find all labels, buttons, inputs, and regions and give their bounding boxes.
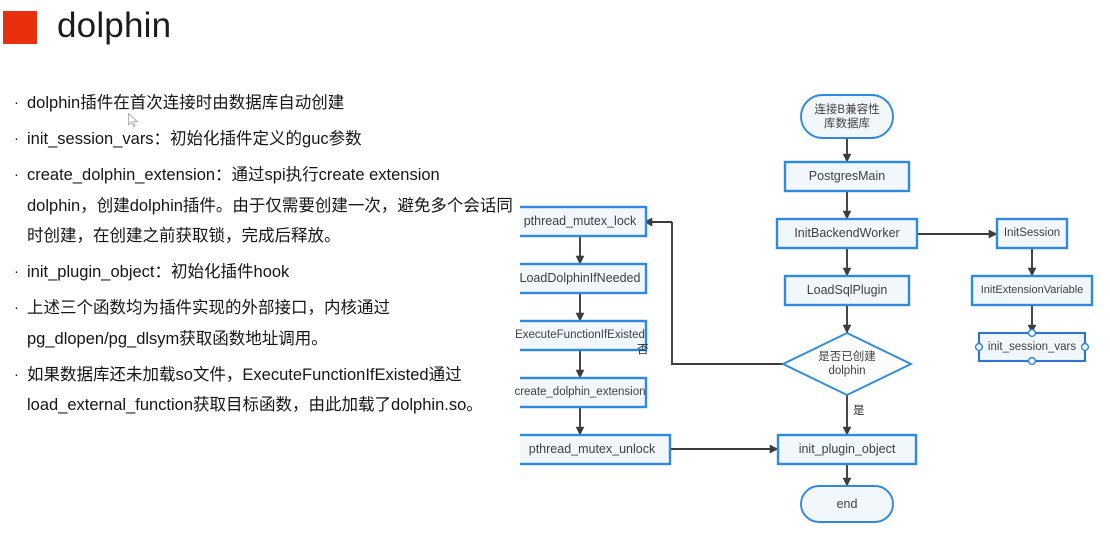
- flow-node-loaddolphinifneeded: [520, 262, 648, 295]
- flow-node-pthreadmutexunlock: [520, 433, 672, 466]
- flow-node-executefunctionifexisted: [520, 319, 648, 352]
- edge-label-no: 否: [637, 344, 649, 356]
- edge-label-yes: 是: [853, 405, 865, 417]
- connector-decision-no-path: [671, 222, 783, 365]
- bullet-dot-icon: ·: [14, 166, 19, 183]
- page-title: dolphin: [57, 6, 172, 45]
- list-item-text: 上述三个函数均为插件实现的外部接口，内核通过pg_dlopen/pg_dlsym…: [27, 299, 390, 348]
- selection-handle-left: [974, 342, 984, 352]
- title-accent-square: [3, 11, 37, 44]
- flow-node-pthreadmutexlock: [520, 205, 648, 238]
- bullet-dot-icon: ·: [14, 130, 19, 147]
- list-item: · 如果数据库还未加载so文件，ExecuteFunctionIfExisted…: [14, 360, 514, 421]
- flow-node-createdolphinextension: [520, 376, 648, 409]
- flow-node-initpluginobject: [776, 433, 918, 466]
- bullet-dot-icon: ·: [14, 263, 19, 280]
- bullet-list: · dolphin插件在首次连接时由数据库自动创建 · init_session…: [14, 88, 514, 426]
- flow-node-decision: [780, 331, 914, 397]
- bullet-dot-icon: ·: [14, 94, 19, 111]
- list-item-text: init_session_vars：初始化插件定义的guc参数: [27, 130, 362, 148]
- selection-handle-right: [1080, 342, 1090, 352]
- flow-node-postgresmain: [783, 160, 911, 193]
- flow-node-start: [800, 94, 894, 139]
- slide-header: dolphin: [0, 0, 1110, 58]
- bullet-dot-icon: ·: [14, 299, 19, 316]
- list-item-text: create_dolphin_extension：通过spi执行create e…: [27, 166, 513, 245]
- list-item: · dolphin插件在首次连接时由数据库自动创建: [14, 88, 514, 119]
- list-item: · 上述三个函数均为插件实现的外部接口，内核通过pg_dlopen/pg_dls…: [14, 293, 514, 354]
- flow-node-end: [800, 485, 894, 523]
- list-item: · init_plugin_object：初始化插件hook: [14, 257, 514, 288]
- selection-handles: [974, 328, 1090, 366]
- list-item-text: init_plugin_object：初始化插件hook: [27, 263, 290, 281]
- flow-node-initsessionvars: [977, 331, 1087, 363]
- flow-node-initextensionvariable: [970, 274, 1094, 307]
- list-item-text: dolphin插件在首次连接时由数据库自动创建: [27, 94, 345, 112]
- list-item: · create_dolphin_extension：通过spi执行create…: [14, 160, 514, 252]
- flow-node-initsession: [995, 217, 1069, 250]
- list-item-text: 如果数据库还未加载so文件，ExecuteFunctionIfExisted通过…: [27, 365, 483, 415]
- flow-node-loadsqlplugin: [783, 274, 911, 307]
- connector-group: [575, 138, 1037, 487]
- list-item: · init_session_vars：初始化插件定义的guc参数: [14, 124, 514, 155]
- flow-node-initbackendworker: [775, 217, 919, 250]
- bullet-dot-icon: ·: [14, 365, 19, 383]
- selection-handle-bottom: [1027, 356, 1037, 366]
- flowchart-diagram: 连接B兼容性库数据库 PostgresMain InitBackendWorke…: [514, 82, 1110, 534]
- selection-handle-top: [1027, 328, 1037, 338]
